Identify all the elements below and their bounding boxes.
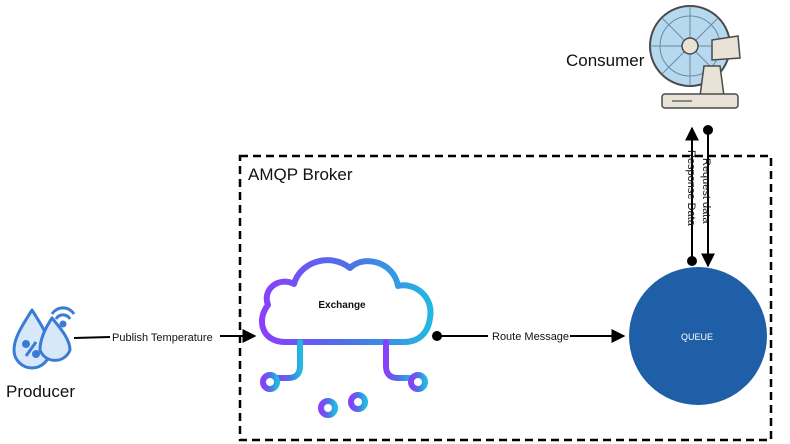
response-edge: Response Data bbox=[685, 126, 699, 266]
exchange-label: Exchange bbox=[318, 300, 366, 311]
queue-node: QUEUE bbox=[629, 267, 767, 405]
consumer-label: Consumer bbox=[566, 51, 645, 70]
broker-boundary: AMQP Broker bbox=[238, 154, 773, 442]
request-label: Request data bbox=[700, 158, 712, 224]
producer-label: Producer bbox=[6, 382, 75, 401]
cloud-network-icon bbox=[258, 257, 434, 418]
water-drops-wifi-icon bbox=[12, 306, 76, 370]
broker-title: AMQP Broker bbox=[248, 165, 353, 184]
request-edge: Request data bbox=[700, 125, 715, 268]
route-edge: Route Message bbox=[432, 329, 626, 343]
publish-edge: Publish Temperature bbox=[73, 329, 257, 344]
desk-fan-icon bbox=[649, 5, 741, 109]
response-label: Response Data bbox=[685, 150, 697, 227]
publish-label: Publish Temperature bbox=[112, 332, 213, 344]
route-label: Route Message bbox=[492, 331, 569, 343]
queue-label: QUEUE bbox=[681, 332, 713, 342]
